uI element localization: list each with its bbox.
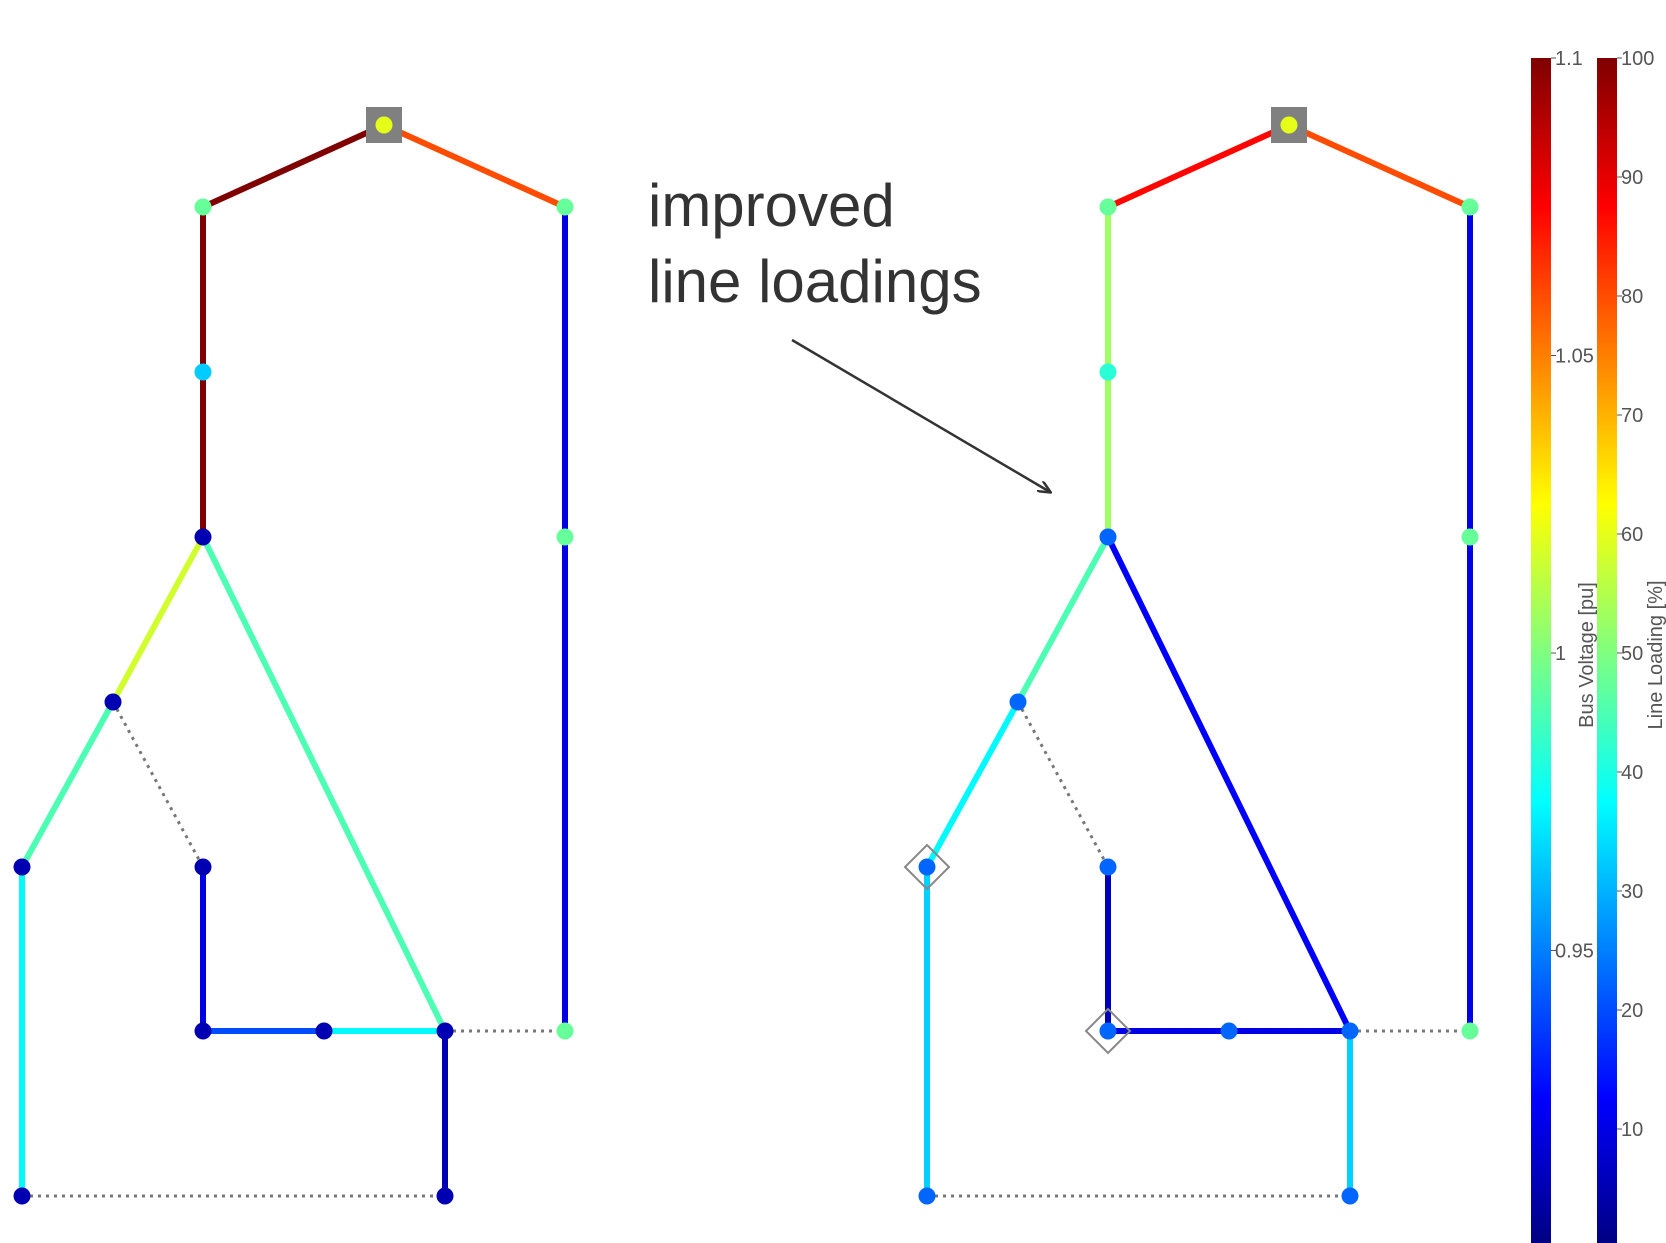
annotation-line-2: line loadings	[648, 248, 982, 315]
bus-node	[104, 693, 122, 711]
colorbar-voltage-tick-label: 1.05	[1555, 346, 1594, 368]
annotation-arrow	[791, 338, 1050, 492]
bus-node	[1280, 116, 1298, 134]
colorbar-loading-tick-label: 70	[1621, 405, 1643, 427]
bus-node	[1461, 1022, 1479, 1040]
bus-node	[194, 528, 212, 546]
line-segment	[110, 534, 206, 705]
bus-node	[1099, 198, 1117, 216]
colorbar-loading-tick-label: 40	[1621, 762, 1643, 784]
line-segment	[924, 699, 1021, 870]
colorbar-loading-tick-label: 100	[1621, 48, 1654, 70]
colorbar-loading-label: Line Loading [%]	[1645, 580, 1666, 729]
bus-node	[556, 528, 574, 546]
line-segment	[1015, 534, 1111, 705]
bus-node	[194, 363, 212, 381]
bus-node	[1341, 1022, 1359, 1040]
annotation-line-1: improved	[648, 172, 895, 239]
bus-node	[194, 858, 212, 876]
colorbar-loading-tick-label: 60	[1621, 524, 1643, 546]
bus-node	[436, 1022, 454, 1040]
bus-node	[1099, 1022, 1117, 1040]
bus-node	[556, 1022, 574, 1040]
bus-node	[1461, 198, 1479, 216]
network-before	[13, 107, 574, 1205]
switch-icon	[1084, 1007, 1132, 1055]
line-segment	[200, 122, 387, 210]
bus-node	[918, 1187, 936, 1205]
bus-node	[13, 1187, 31, 1205]
bus-node	[556, 198, 574, 216]
line-segment	[19, 699, 116, 870]
bus-node	[194, 1022, 212, 1040]
line-segment	[1105, 534, 1353, 1034]
colorbar-loading-bar	[1597, 58, 1617, 1243]
colorbar-voltage-bar	[1531, 58, 1551, 1243]
line-segment	[200, 534, 448, 1034]
bus-node	[194, 198, 212, 216]
bus-node	[918, 858, 936, 876]
bus-node	[1099, 858, 1117, 876]
switch-icon	[903, 843, 951, 891]
bus-node	[13, 858, 31, 876]
bus-node	[1099, 528, 1117, 546]
colorbar-loading-tick-label: 90	[1621, 167, 1643, 189]
colorbar-line-loading: 10 20 30 40 50 60 70 80 90 100 Line Loading [%]	[1597, 48, 1666, 1243]
bus-node	[1461, 528, 1479, 546]
line-segment	[1105, 122, 1292, 210]
colorbar-bus-voltage: 0.95 1 1.05 1.1 Bus Voltage [pu]	[1531, 48, 1598, 1243]
bus-node	[375, 116, 393, 134]
bus-node	[1099, 363, 1117, 381]
open-line	[111, 701, 205, 868]
colorbar-loading-tick-label: 50	[1621, 643, 1643, 665]
line-segment	[381, 122, 568, 210]
colorbar-voltage-tick-label: 1.1	[1555, 48, 1583, 70]
open-line	[1016, 701, 1110, 868]
line-segment	[1286, 122, 1473, 210]
network-after	[903, 107, 1479, 1205]
bus-node	[1220, 1022, 1238, 1040]
colorbar-loading-tick-label: 30	[1621, 881, 1643, 903]
colorbar-loading-tick-label: 10	[1621, 1119, 1643, 1141]
annotation: improved line loadings	[648, 172, 1050, 492]
bus-node	[1341, 1187, 1359, 1205]
bus-node	[1009, 693, 1027, 711]
colorbar-loading-tick-label: 80	[1621, 286, 1643, 308]
bus-node	[436, 1187, 454, 1205]
colorbar-voltage-label: Bus Voltage [pu]	[1576, 582, 1598, 728]
colorbar-voltage-tick-label: 0.95	[1555, 941, 1594, 963]
colorbar-loading-tick-label: 20	[1621, 1000, 1643, 1022]
bus-node	[315, 1022, 333, 1040]
colorbar-voltage-tick-label: 1	[1555, 643, 1566, 665]
